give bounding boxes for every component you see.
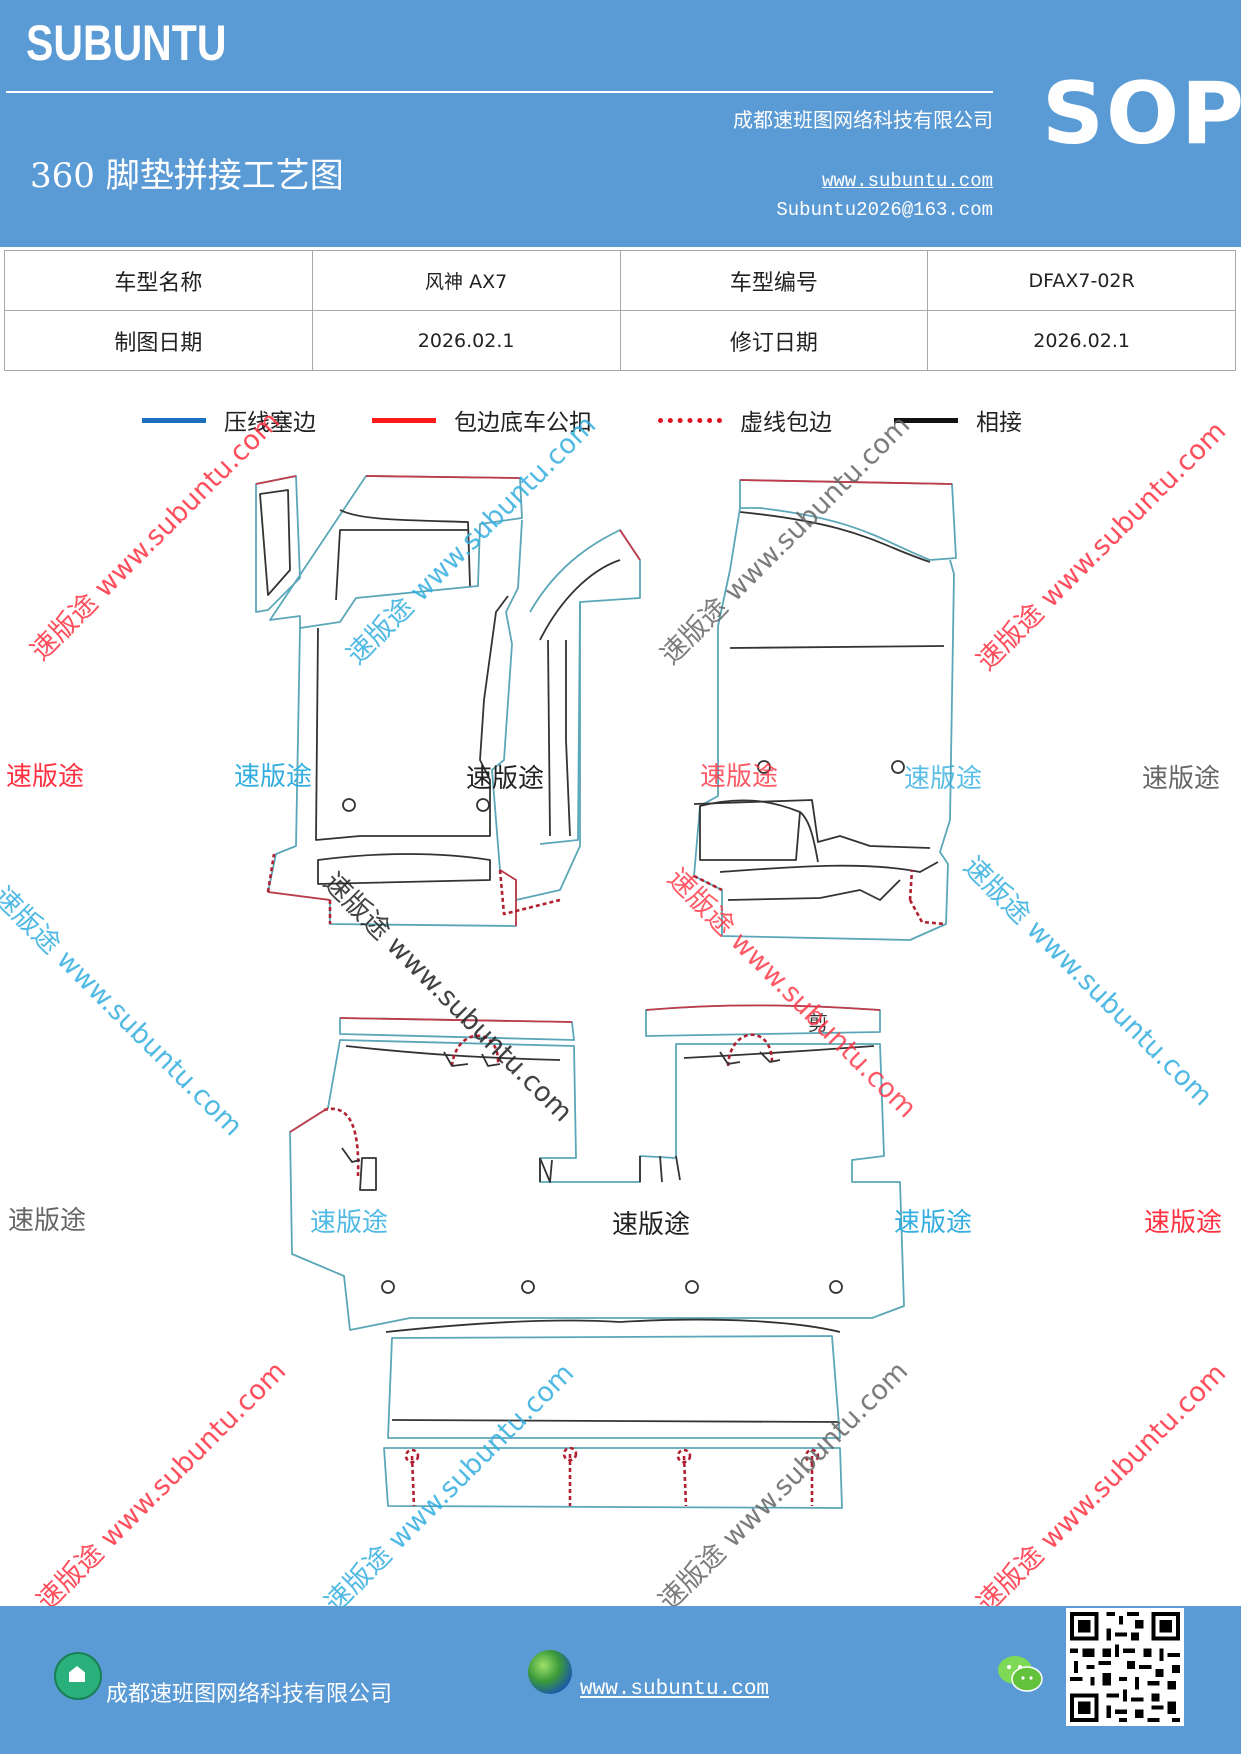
rear-mat — [289, 1004, 905, 1509]
legend-item: 压线塞边 — [142, 402, 316, 438]
legend-item: 相接 — [894, 402, 1022, 438]
table-row: 车型名称 风神 AX7 车型编号 DFAX7-02R — [4, 250, 1236, 311]
line-legend: 压线塞边 包边底车公扣 虚线包边 相接 — [0, 402, 1241, 438]
model-name-value: 风神 AX7 — [311, 250, 621, 311]
legend-label: 相接 — [976, 410, 1022, 436]
legend-swatch — [658, 417, 722, 423]
legend-label: 虚线包边 — [740, 410, 832, 436]
legend-label: 压线塞边 — [224, 410, 316, 436]
company-name: 成都速班图网络科技有限公司 — [733, 108, 993, 132]
footer-website-link[interactable]: www.subuntu.com — [580, 1678, 770, 1701]
revise-date-value: 2026.02.1 — [927, 310, 1236, 371]
revise-date-label: 修订日期 — [619, 310, 929, 371]
table-row: 制图日期 2026.02.1 修订日期 2026.02.1 — [4, 310, 1236, 371]
draw-date-label: 制图日期 — [4, 310, 313, 371]
model-name-label: 车型名称 — [4, 250, 313, 311]
brand-logo: SUBUNTU — [26, 15, 227, 71]
front-right-mat — [693, 479, 957, 941]
legend-label: 包边底车公扣 — [454, 410, 592, 436]
home-icon — [54, 1652, 102, 1700]
email-address[interactable]: Subuntu2026@163.com — [776, 199, 993, 221]
model-code-value: DFAX7-02R — [927, 250, 1236, 311]
front-left-mat — [255, 475, 641, 927]
legend-item: 包边底车公扣 — [372, 402, 592, 438]
legend-swatch — [894, 417, 958, 423]
legend-item: 虚线包边 — [658, 402, 832, 438]
header-divider — [6, 91, 993, 93]
floor-mat-drawing: 剪 — [255, 475, 957, 1509]
wechat-icon[interactable] — [996, 1652, 1044, 1696]
footer-company: 成都速班图网络科技有限公司 — [106, 1682, 393, 1707]
globe-icon — [528, 1650, 572, 1694]
legend-swatch — [142, 417, 206, 423]
page-header: SUBUNTU 成都速班图网络科技有限公司 360 脚垫拼接工艺图 www.su… — [0, 0, 1241, 247]
model-code-label: 车型编号 — [619, 250, 929, 311]
vehicle-info-table: 车型名称 风神 AX7 车型编号 DFAX7-02R 制图日期 2026.02.… — [4, 250, 1236, 371]
page-footer: 成都速班图网络科技有限公司 www.subuntu.com — [0, 1606, 1241, 1754]
qr-code[interactable] — [1066, 1608, 1184, 1726]
document-title: 360 脚垫拼接工艺图 — [30, 156, 344, 196]
website-link[interactable]: www.subuntu.com — [821, 170, 993, 192]
cut-label: 剪 — [808, 1011, 828, 1035]
draw-date-value: 2026.02.1 — [311, 310, 621, 371]
legend-swatch — [372, 417, 436, 423]
sop-label: SOP — [1042, 64, 1241, 164]
